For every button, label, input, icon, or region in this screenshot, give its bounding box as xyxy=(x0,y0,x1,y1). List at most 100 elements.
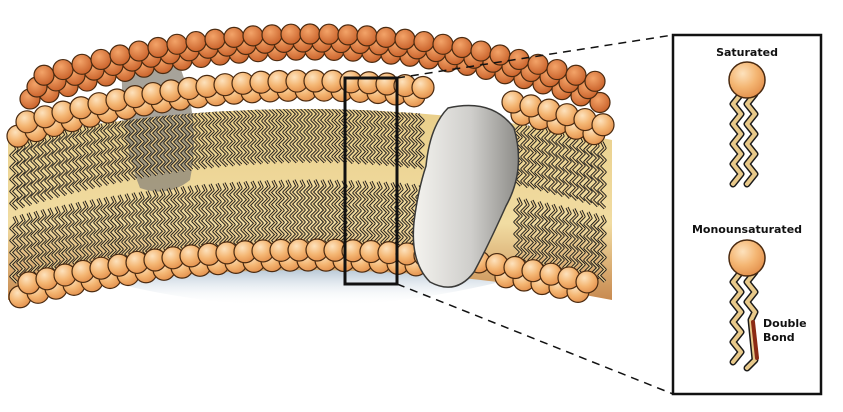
lipid-tail-fill xyxy=(157,188,165,256)
lipid-tail-fill xyxy=(136,111,144,179)
lipid-tail-fill xyxy=(255,180,263,248)
double-bond-label-line2: Bond xyxy=(763,331,795,344)
lipid-tail-fill xyxy=(206,183,214,251)
lipid-tail-fill xyxy=(255,109,263,164)
lipid-tail-fill xyxy=(542,202,550,270)
lipid-tail-fill xyxy=(528,122,536,190)
lipid-tail-fill xyxy=(24,138,32,206)
lipid-tail-fill xyxy=(388,182,396,250)
lipid-tail-fill xyxy=(178,186,186,254)
lipid-tail-fill xyxy=(143,190,151,258)
lipid-tail-fill xyxy=(283,179,291,247)
lipid-tail-fill xyxy=(297,109,305,163)
lipid-tail-fill xyxy=(220,182,228,250)
lipid-tail-fill xyxy=(38,134,46,202)
lipid-head xyxy=(318,23,340,45)
lipid-tail-fill xyxy=(171,109,179,173)
lipid-tail-fill xyxy=(262,180,270,248)
lipid-tail-fill xyxy=(94,198,102,266)
lipid-tail-fill xyxy=(150,109,158,176)
saturated-lipid xyxy=(728,61,766,188)
lipid-tail-fill xyxy=(241,181,249,249)
lipid-tail-fill xyxy=(129,112,137,180)
saturated-head xyxy=(728,61,766,99)
lipid-head xyxy=(451,36,473,59)
lipid-tail-fill xyxy=(318,179,326,247)
lipid-head xyxy=(337,24,359,46)
lipid-tail-fill xyxy=(73,202,81,270)
lipid-head xyxy=(109,44,131,66)
lipid-tail-fill xyxy=(535,124,543,191)
lipid-tail-fill xyxy=(577,210,585,278)
lipid-tail-fill xyxy=(213,183,221,251)
lipid-tail-fill xyxy=(304,109,312,163)
lipid-tail-fill xyxy=(122,114,130,181)
lipid-tail-fill xyxy=(598,141,606,209)
lipid-tail-fill xyxy=(31,136,39,204)
lipid-tail-fill xyxy=(346,180,354,248)
lipid-tail-fill xyxy=(45,132,53,200)
lipid-tail-fill xyxy=(269,180,277,248)
lipid-tail-fill xyxy=(199,184,207,252)
lipid-tail-fill xyxy=(374,181,382,249)
lipid-tail-fill xyxy=(87,121,95,189)
lipid-head xyxy=(185,30,207,53)
lipid-tail-fill xyxy=(297,179,305,247)
lipid-tail-fill xyxy=(10,143,18,210)
lipid-tail-fill xyxy=(115,194,123,262)
lipid-tail-fill xyxy=(10,216,18,283)
lipid-tail-fill xyxy=(73,125,81,192)
lipid-tail-fill xyxy=(143,110,151,177)
lipid-tail-fill xyxy=(549,127,557,195)
lipid-head xyxy=(411,75,435,100)
lipid-head xyxy=(147,36,169,59)
lipid-head xyxy=(375,26,397,48)
lipid-tail-fill xyxy=(17,140,25,208)
lipid-tail-fill xyxy=(101,197,109,264)
lipid-tail-fill xyxy=(87,199,95,267)
lipid-tail-fill xyxy=(66,203,74,271)
lipid-tail-fill xyxy=(59,128,67,196)
lipid-head xyxy=(33,64,55,86)
lipid-tail-fill xyxy=(556,129,564,197)
lipid-tail-fill xyxy=(199,109,207,169)
lipid-tail-fill xyxy=(563,207,571,274)
lipid-tail-fill xyxy=(325,109,333,163)
lipid-head xyxy=(261,24,283,46)
lipid-tail-fill xyxy=(367,181,375,249)
lipid-tail-fill xyxy=(311,109,319,163)
lipid-tail-fill xyxy=(234,181,242,249)
lipid-head xyxy=(356,25,378,47)
lipid-tail-fill xyxy=(248,109,256,165)
lipid-tail-fill xyxy=(584,211,592,279)
lipid-tail-fill xyxy=(171,187,179,255)
saturated-label: Saturated xyxy=(716,46,778,59)
lipid-tail-fill xyxy=(52,130,60,198)
outer-leaflet-front-heads xyxy=(6,69,615,148)
inner-shadow xyxy=(110,267,500,306)
lipid-tail-fill xyxy=(262,109,270,164)
lipid-tail-fill xyxy=(157,109,165,175)
lipid-head xyxy=(90,48,112,71)
lipid-tail-fill xyxy=(206,109,214,168)
lipid-head xyxy=(413,30,435,53)
lipid-tail-fill xyxy=(591,213,599,281)
lipid-tail-fill xyxy=(45,208,53,275)
lipid-tail-fill xyxy=(283,109,291,163)
lipid-tail-fill xyxy=(325,179,333,247)
lipid-head xyxy=(71,53,93,75)
lipid-tail-fill xyxy=(31,211,39,278)
lipid-head xyxy=(589,91,611,114)
monounsaturated-lipid xyxy=(728,239,766,372)
outer-leaflet-back-heads xyxy=(19,23,611,114)
lipid-tail-fill xyxy=(269,109,277,164)
connector-bottom xyxy=(396,283,674,395)
lipid-tail-fill xyxy=(598,215,606,282)
lipid-tail-fill xyxy=(164,188,172,255)
lipid-tail-fill xyxy=(332,179,340,247)
lipid-head xyxy=(128,40,150,62)
lipid-tail-fill xyxy=(52,206,60,274)
lipid-tail-fill xyxy=(311,179,319,247)
lipid-tail-fill xyxy=(248,181,256,248)
double-bond-marker xyxy=(751,320,759,360)
